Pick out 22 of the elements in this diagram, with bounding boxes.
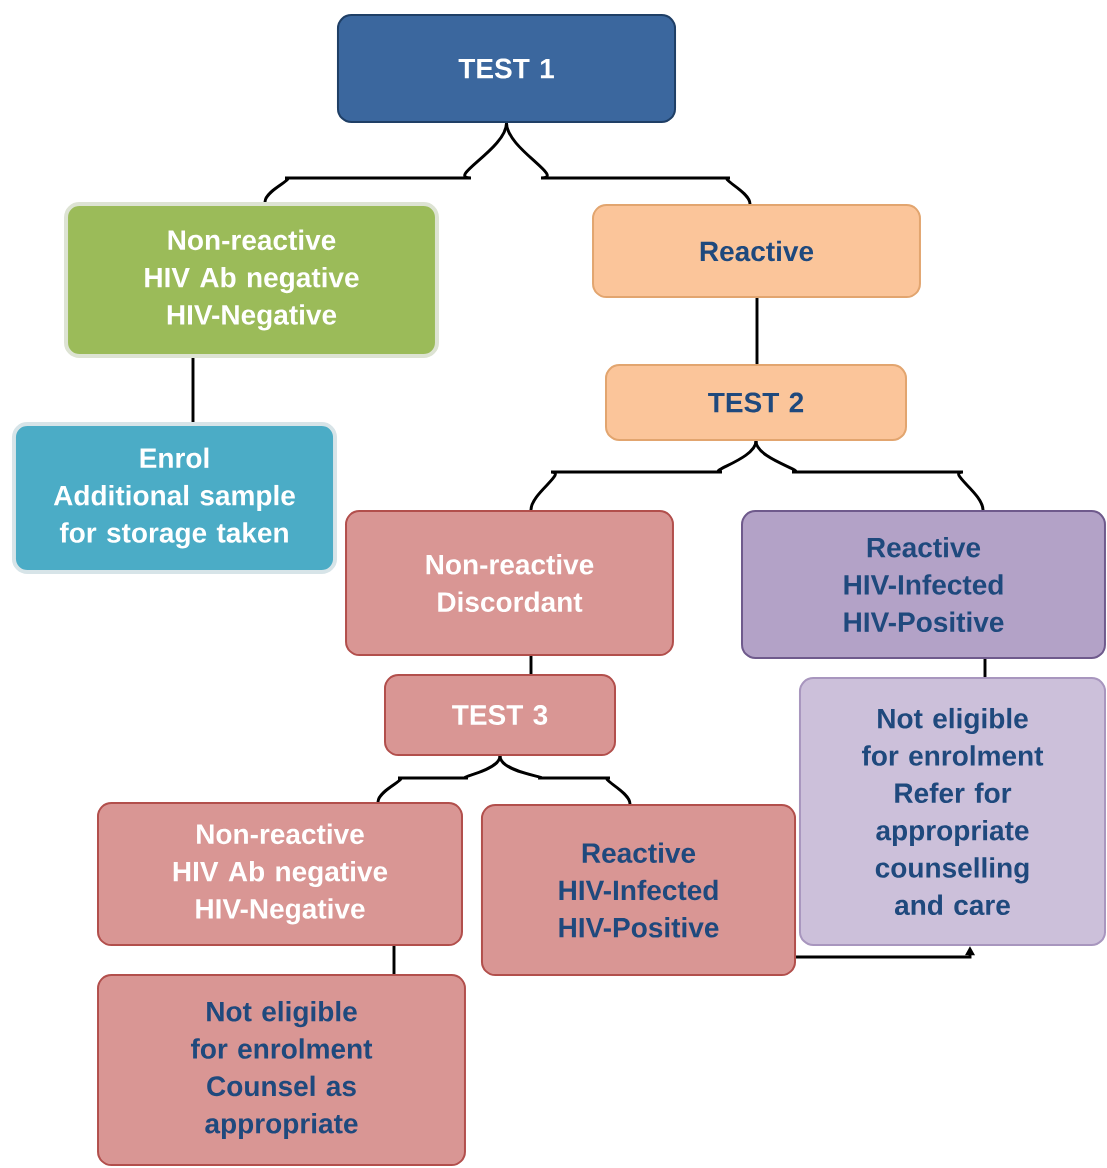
connector [754, 440, 985, 511]
connector [755, 298, 759, 365]
result-box: Reactive HIV-Infected HIV-Positive [480, 804, 797, 976]
connector [376, 755, 502, 803]
connector [191, 358, 195, 422]
action-box: Not eligible for enrolment Counsel as appropriate [97, 974, 466, 1166]
connector [505, 122, 752, 205]
action-box: Enrol Additional sample for storage taken [11, 422, 338, 574]
test-box: TEST 3 [384, 674, 616, 756]
result-box: Non-reactive Discordant [345, 510, 674, 656]
connector [529, 440, 758, 511]
connector [529, 656, 533, 674]
result-box: Reactive HIV-Infected HIV-Positive [741, 510, 1106, 659]
action-box: Not eligible for enrolment Refer for appropriate counselling and care [798, 677, 1107, 946]
connector [498, 755, 632, 805]
connector [983, 658, 987, 678]
test-box: TEST 1 [336, 14, 677, 123]
result-box: Reactive [592, 204, 921, 298]
test-box: TEST 2 [605, 364, 907, 441]
result-box: Non-reactive HIV Ab negative HIV-Negative [97, 802, 463, 946]
connector [392, 946, 396, 974]
result-box: Non-reactive HIV Ab negative HIV-Negative [64, 202, 439, 358]
